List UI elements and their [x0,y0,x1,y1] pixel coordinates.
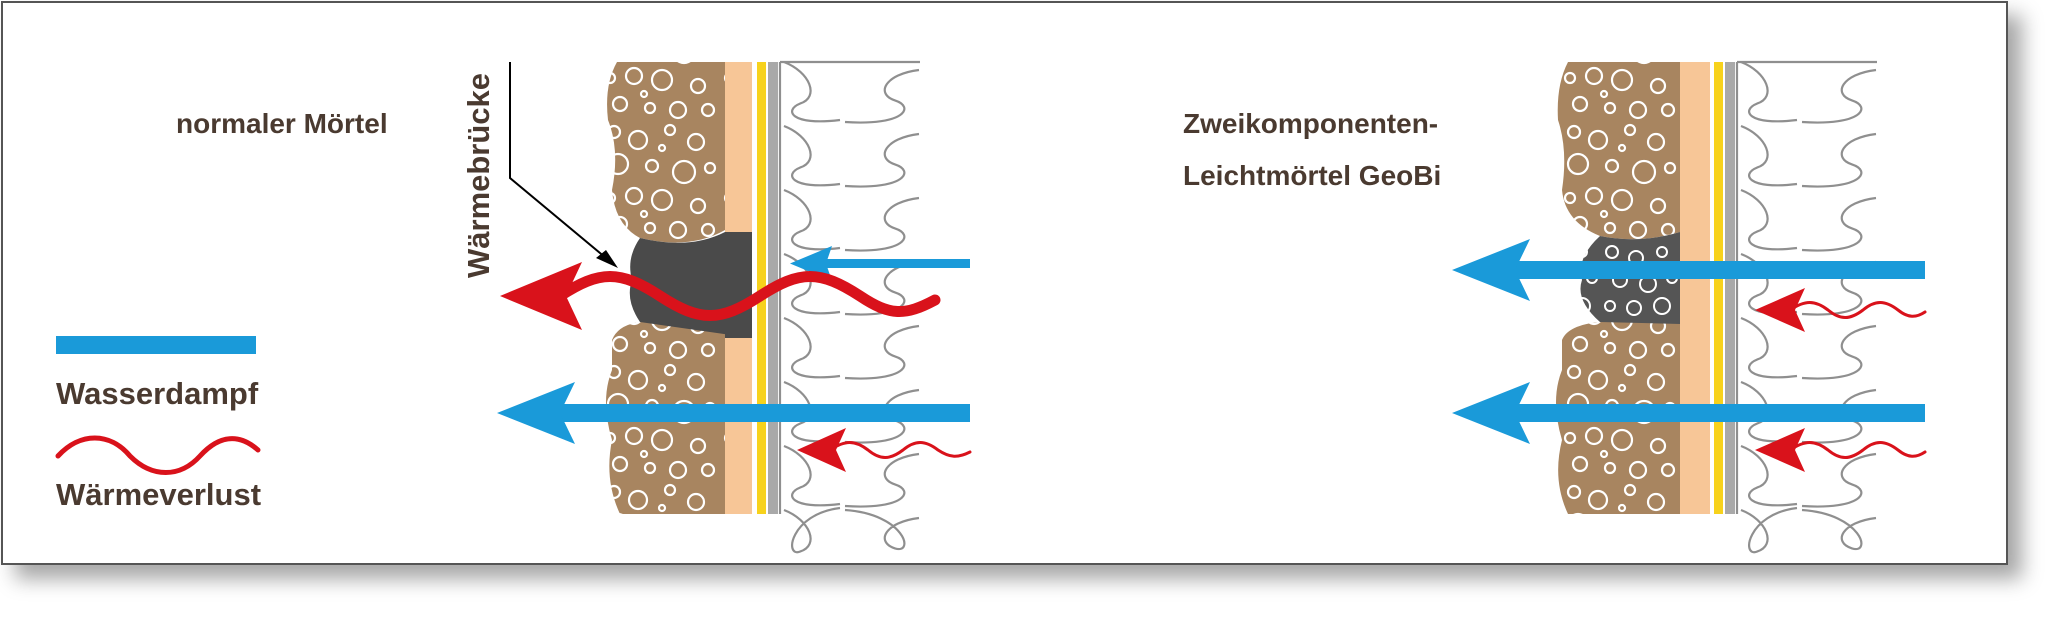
yellow-layer [757,62,766,514]
heat-loss-arrow-upper-right [1755,288,1927,332]
vapor-arrow-lower-right [1452,382,1925,444]
legend-vapor-swatch [56,336,256,354]
plaster-joint [725,232,752,338]
brick-upper-right [1557,62,1680,240]
right-title-line1: Zweikomponenten- [1183,108,1438,139]
wall-section-light-mortar [1556,60,1882,554]
legend-heat-swatch [55,435,261,475]
grey-layer-right [1725,62,1735,514]
legend [55,336,261,475]
insulation-layer-right [1737,62,1882,514]
legend-vapor-label: Wasserdampf [56,376,259,411]
light-mortar-joint [1580,232,1710,332]
bridge-label: Wärmebrücke [461,73,496,278]
wall-section-normal-mortar [606,60,925,554]
heat-loss-arrow-large-left [500,262,941,330]
heat-loss-arrow-small-left [797,428,972,472]
insulation-loops [1740,60,1877,554]
left-title: normaler Mörtel [176,108,388,139]
legend-heat-label: Wärmeverlust [56,477,261,512]
plaster-layer-right [1680,62,1710,514]
yellow-layer-right [1714,62,1723,514]
vapor-arrow-upper-right [1452,239,1925,301]
vapor-arrow-large-left [497,382,970,444]
right-title-line2: Leichtmörtel GeoBi [1183,160,1441,191]
brick-upper [607,62,725,243]
heat-loss-arrow-lower-right [1755,428,1927,472]
bridge-leader [509,62,618,268]
insulation-loops [783,60,920,554]
